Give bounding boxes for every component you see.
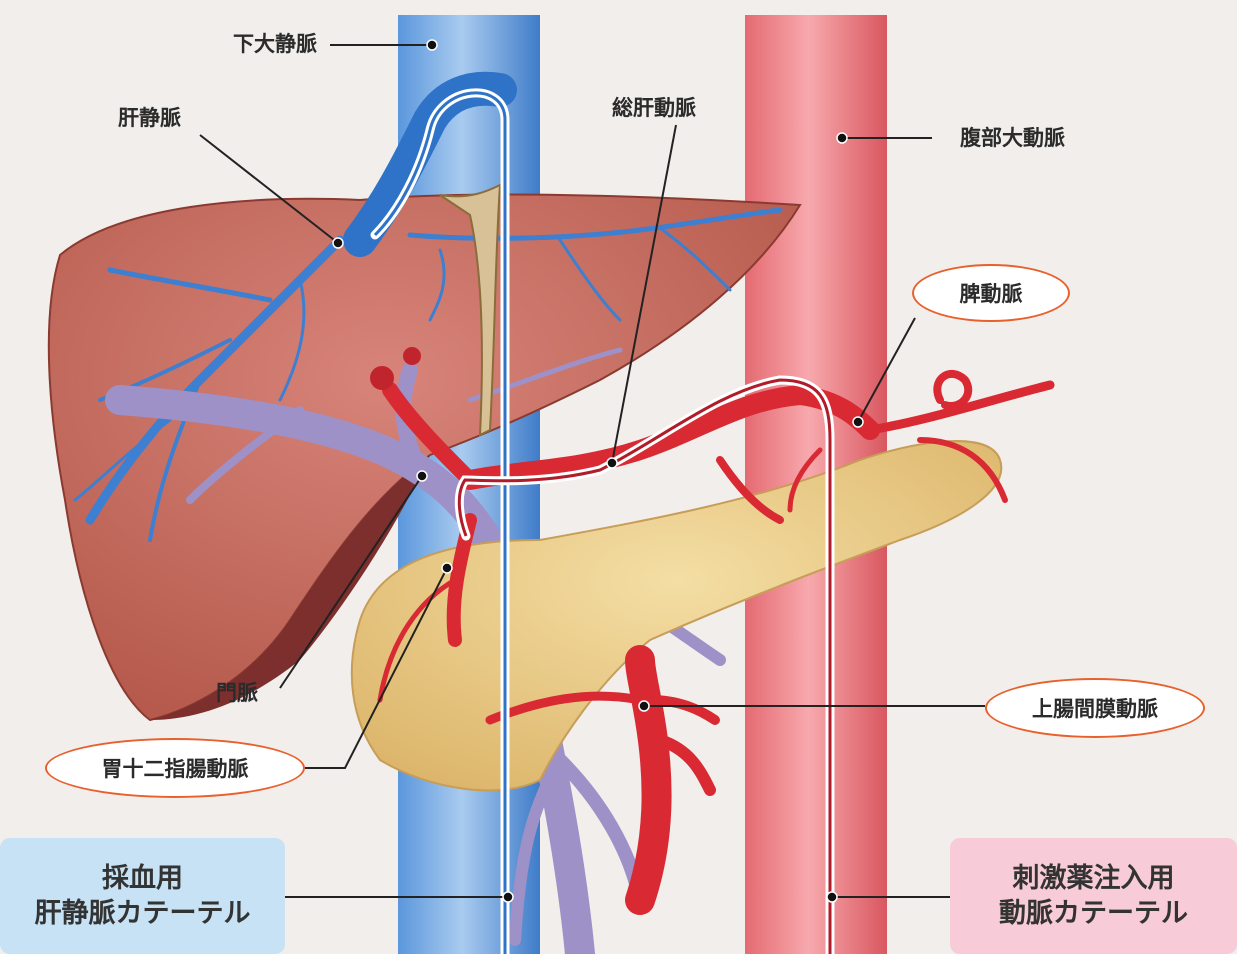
blood-sampling-catheter-box: 採血用 肝静脈カテーテル (0, 838, 285, 954)
label-hepatic-vein: 肝静脈 (118, 108, 181, 129)
box-title: 採血用 (102, 861, 183, 896)
label-portal-vein: 門脈 (216, 683, 258, 704)
label-sma-oval: 上腸間膜動脈 (985, 678, 1205, 738)
label-common-hepatic-artery: 総肝動脈 (612, 98, 696, 119)
label-gastroduodenal-artery: 胃十二指腸動脈 (102, 753, 249, 783)
artery-stump (370, 366, 394, 390)
label-ivc: 下大静脈 (233, 34, 317, 55)
label-sma: 上腸間膜動脈 (1032, 693, 1158, 723)
label-gastroduodenal-artery-oval: 胃十二指腸動脈 (45, 738, 305, 798)
box-subtitle: 動脈カテーテル (999, 896, 1188, 931)
stimulant-injection-catheter-box: 刺激薬注入用 動脈カテーテル (950, 838, 1237, 954)
box-subtitle: 肝静脈カテーテル (35, 896, 251, 931)
artery-stump (403, 347, 421, 365)
label-splenic-artery: 脾動脈 (960, 278, 1023, 308)
box-title: 刺激薬注入用 (1013, 861, 1175, 896)
label-abdominal-aorta: 腹部大動脈 (960, 128, 1065, 149)
label-splenic-artery-oval: 脾動脈 (912, 264, 1070, 322)
